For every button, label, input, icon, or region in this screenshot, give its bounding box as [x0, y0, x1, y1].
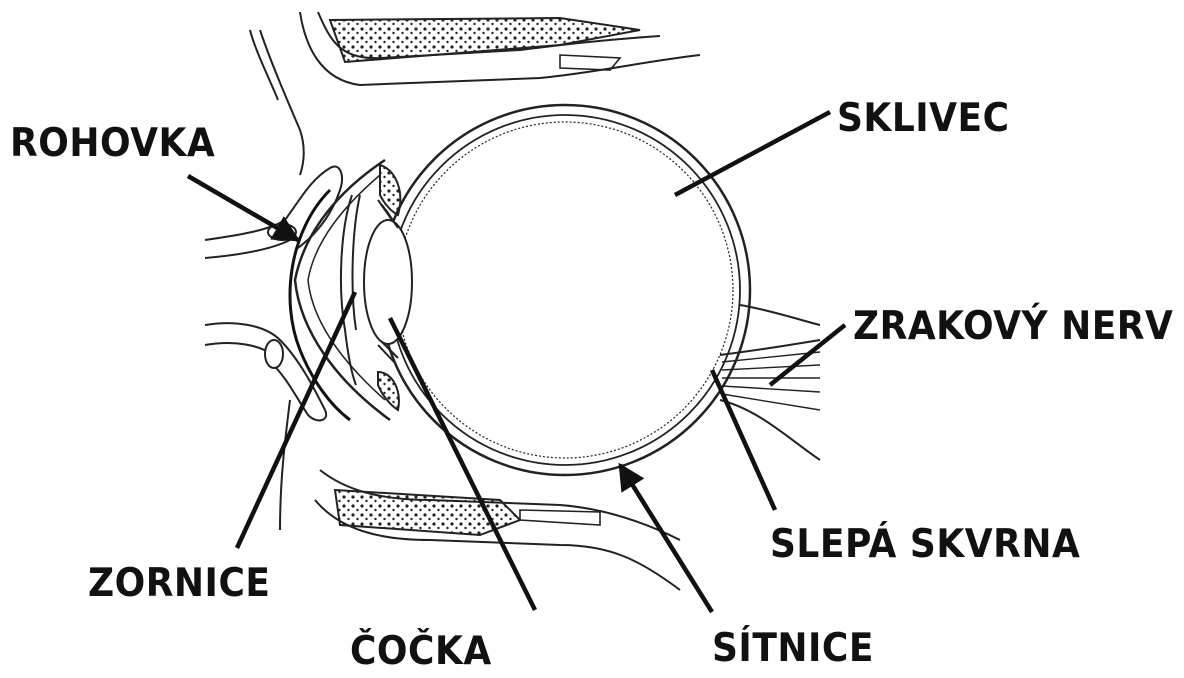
pointer-sitnice: [620, 465, 712, 612]
pointer-zrakovy-nerv: [770, 325, 845, 385]
label-sitnice: SÍTNICE: [712, 626, 874, 670]
label-cocka: ČOČKA: [350, 629, 492, 673]
pointer-rohovka: [188, 176, 298, 240]
pointer-sklivec: [675, 112, 830, 195]
label-sklivec: SKLIVEC: [837, 96, 1010, 140]
pointer-slepa-skvrna: [712, 370, 775, 510]
label-rohovka: ROHOVKA: [10, 121, 215, 165]
eyelid-lower: [205, 323, 326, 530]
label-slepa-skvrna: SLEPÁ SKVRNA: [770, 522, 1080, 566]
orbit-bone-upper: [300, 12, 700, 85]
label-zornice: ZORNICE: [88, 561, 270, 605]
label-zrakovy-nerv: ZRAKOVÝ NERV: [853, 304, 1173, 348]
